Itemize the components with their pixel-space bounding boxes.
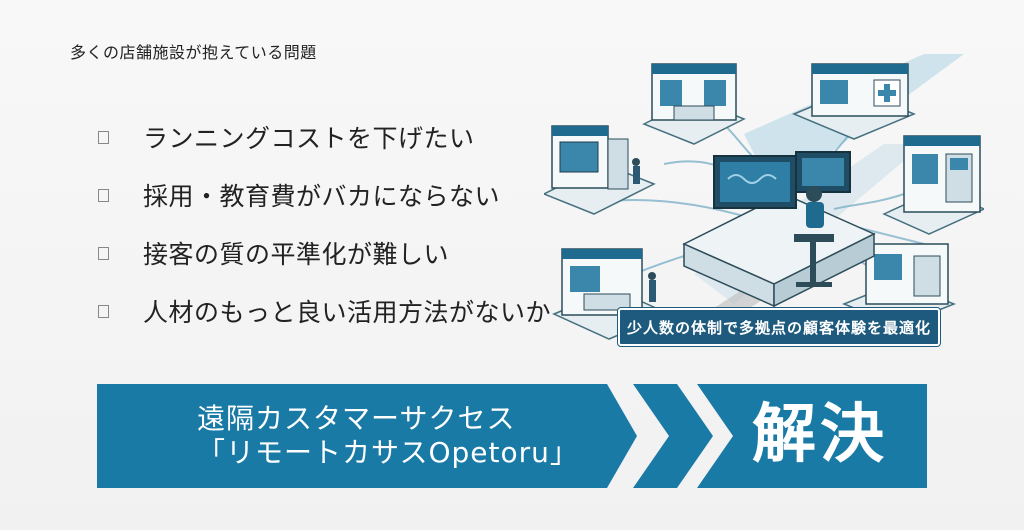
problem-item: 採用・教育費がバカにならない [95,166,551,224]
illustration-graphic [544,54,984,344]
remote-operations-illustration [544,44,984,352]
checkbox-bullet-icon [98,304,109,318]
problem-text: ランニングコストを下げたい [143,124,475,153]
checkbox-bullet-icon [98,188,109,202]
financial-kiosk-booth [882,135,984,235]
problem-item: 接客の質の平準化が難しい [95,224,551,282]
banner-arrows-graphic [97,384,927,488]
problem-text: 人材のもっと良い活用方法がないか [143,298,552,327]
checkbox-bullet-icon [98,130,109,144]
solution-line-2: 「リモートカサスOpetoru」 [197,436,579,469]
healthcare-station-booth [792,63,916,140]
retail-kiosk-booth [544,125,656,215]
operator-desk [682,151,876,308]
illustration-caption: 少人数の体制で多拠点の顧客体験を最適化 [618,308,940,346]
solution-name: 遠隔カスタマーサクセス 「リモートカサスOpetoru」 [197,402,579,470]
problem-item: 人材のもっと良い活用方法がないか [95,282,551,340]
problem-text: 採用・教育費がバカにならない [143,182,501,211]
solution-line-1: 遠隔カスタマーサクセス [197,402,516,435]
solution-banner: 遠隔カスタマーサクセス 「リモートカサスOpetoru」 解決 [97,384,927,488]
problem-item: ランニングコストを下げたい [95,108,551,166]
information-point-booth [642,63,746,145]
product-support-booth [552,248,671,340]
checkbox-bullet-icon [98,246,109,260]
problem-text: 接客の質の平準化が難しい [143,240,450,269]
slide-heading: 多くの店舗施設が抱えている問題 [70,43,317,62]
problem-list: ランニングコストを下げたい 採用・教育費がバカにならない 接客の質の平準化が難し… [95,108,551,340]
resolve-label: 解決 [752,398,888,472]
